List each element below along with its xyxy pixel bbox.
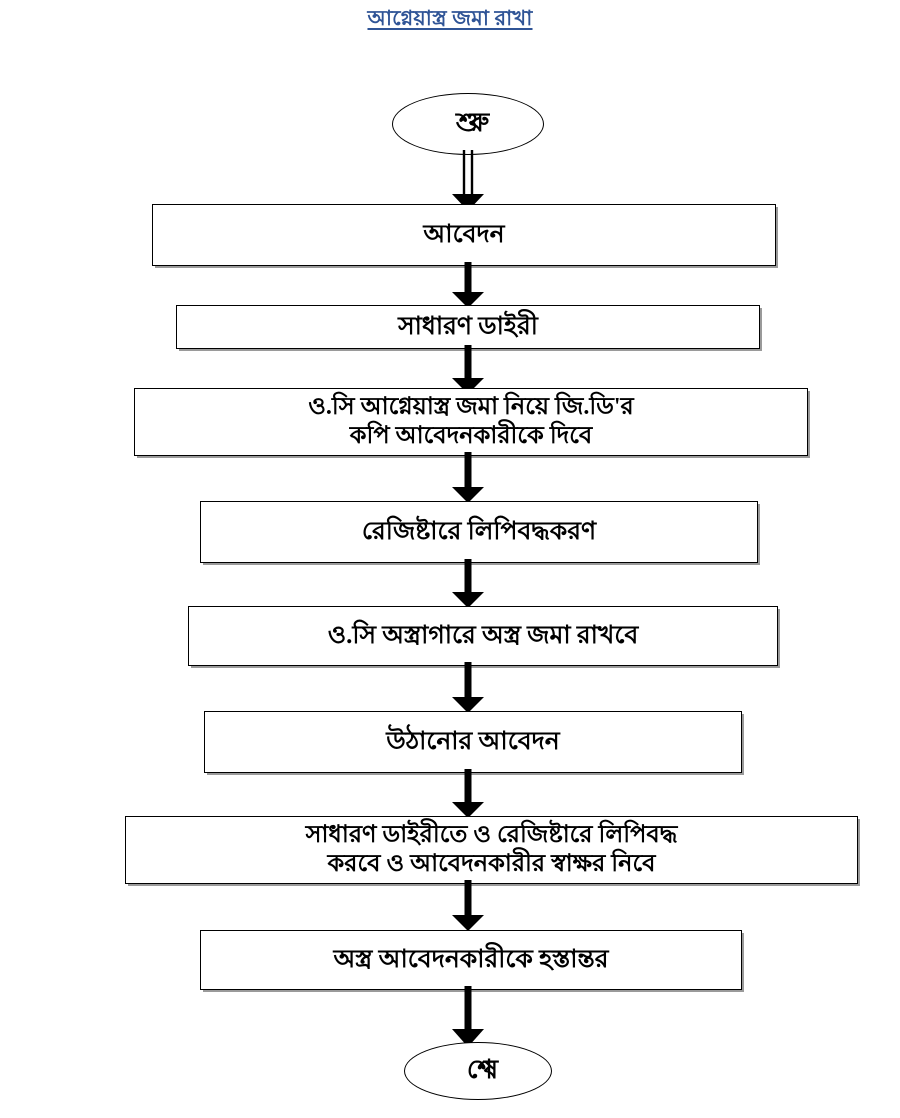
flow-node-step-7-label: সাধারণ ডাইরীতে ও রেজিষ্টারে লিপিবদ্ধ করব… [305,821,678,877]
flow-node-step-8-label: অস্ত্র আবেদনকারীকে হস্তান্তর [333,946,609,973]
flow-node-step-3[interactable]: ও.সি আগ্নেয়াস্ত্র জমা নিয়ে জি.ডি'র কপি… [134,388,808,456]
connector-step-7-to-step-8 [446,880,490,932]
flow-node-step-5[interactable]: ও.সি অস্ত্রাগারে অস্ত্র জমা রাখবে [188,606,778,666]
flow-node-step-6[interactable]: উঠানোর আবেদন [204,711,742,773]
connector-step-6-to-step-7 [446,769,490,819]
flow-node-step-5-label: ও.সি অস্ত্রাগারে অস্ত্র জমা রাখবে [327,622,639,649]
connector-start-to-step-1 [446,150,490,212]
connector-step-5-to-step-6 [446,662,490,714]
flow-node-step-3-label: ও.সি আগ্নেয়াস্ত্র জমা নিয়ে জি.ডি'র কপি… [308,393,634,449]
connector-step-1-to-step-2 [446,262,490,309]
flow-node-step-6-label: উঠানোর আবেদন [386,728,560,755]
connector-step-4-to-step-5 [446,559,490,609]
page-title: আগ্নেয়াস্ত্র জমা রাখা [367,6,533,30]
flow-node-start[interactable]: শুরু [392,93,544,155]
flow-node-step-1[interactable]: আবেদন [152,204,776,266]
flow-node-step-7[interactable]: সাধারণ ডাইরীতে ও রেজিষ্টারে লিপিবদ্ধ করব… [125,816,858,884]
flow-node-start-label: শুরু [455,108,489,137]
flow-node-step-2-label: সাধারণ ডাইরী [398,313,538,340]
flow-node-step-4[interactable]: রেজিষ্টারে লিপিবদ্ধকরণ [200,501,758,563]
flow-node-step-1-label: আবেদন [423,221,505,248]
flow-node-end-label: শেষ [466,1055,498,1084]
flow-node-end[interactable]: শেষ [404,1042,552,1100]
flow-node-step-8[interactable]: অস্ত্র আবেদনকারীকে হস্তান্তর [200,930,742,990]
flow-node-step-2[interactable]: সাধারণ ডাইরী [176,305,760,349]
connector-step-8-to-end [446,986,490,1048]
flow-node-step-4-label: রেজিষ্টারে লিপিবদ্ধকরণ [361,518,597,545]
connector-step-3-to-step-4 [446,452,490,504]
